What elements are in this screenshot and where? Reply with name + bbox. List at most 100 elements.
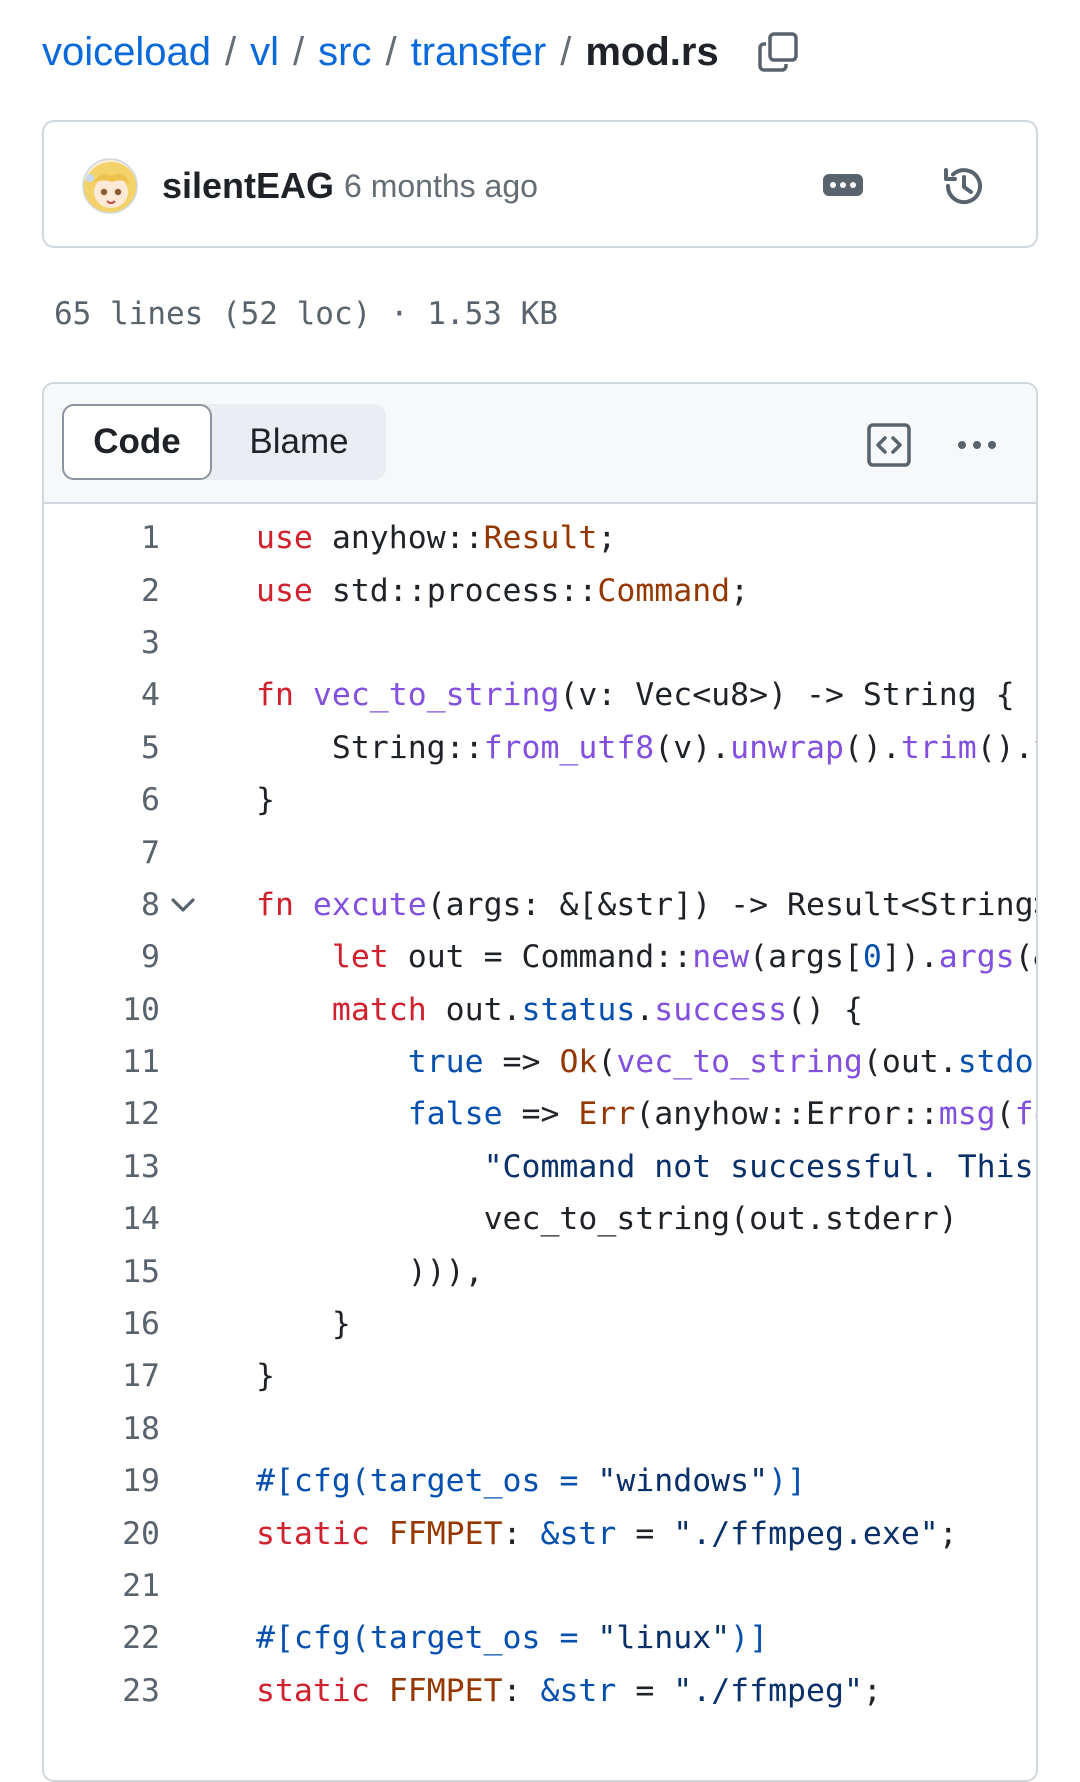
line-number[interactable]: 5 (141, 729, 160, 766)
code-token: status (521, 991, 636, 1028)
code-token (256, 939, 332, 975)
breadcrumb-link-src[interactable]: src (318, 29, 372, 74)
code-text: String::from_utf8(v).unwrap().trim().t (256, 729, 1036, 766)
code-token: Result (483, 520, 598, 557)
line-number[interactable]: 13 (122, 1148, 160, 1185)
code-token: static (256, 1672, 370, 1709)
code-text: } (256, 1306, 351, 1342)
breadcrumb: voiceload / vl / src / transfer / mod.rs (42, 24, 801, 80)
line-number[interactable]: 21 (122, 1568, 160, 1604)
breadcrumb-repo-link[interactable]: voiceload (42, 29, 212, 74)
code-token: &str (540, 1672, 617, 1709)
code-token: Ok (559, 1044, 598, 1081)
kebab-horizontal-icon[interactable] (822, 170, 864, 200)
code-line: 8 fn excute(args: &[&str]) -> Result<Stri… (44, 879, 1036, 931)
code-token: = (616, 1515, 674, 1552)
code-text: use std::process::Command; (256, 573, 749, 609)
tab-code[interactable]: Code (62, 404, 212, 480)
code-token: t (1034, 730, 1036, 766)
code-text: ))), (256, 1254, 484, 1290)
code-text: fn excute(args: &[&str]) -> Result<Strin… (256, 886, 1036, 923)
code-token: . (635, 991, 655, 1028)
breadcrumb-link-vl[interactable]: vl (250, 29, 280, 74)
code-token: "Command not successful. This (483, 1148, 1038, 1185)
line-number[interactable]: 22 (122, 1620, 160, 1657)
history-icon[interactable] (940, 162, 988, 210)
code-token (294, 677, 313, 713)
code-token (540, 1620, 559, 1656)
code-token (578, 1463, 597, 1499)
line-number[interactable]: 10 (122, 991, 160, 1028)
line-number[interactable]: 18 (122, 1410, 160, 1447)
code-token: anyhow:: (312, 520, 484, 557)
tab-blame[interactable]: Blame (249, 422, 349, 461)
code-token: out = Command:: (388, 939, 693, 976)
code-token: excute (312, 886, 427, 923)
code-token: (anyhow::Error:: (635, 1096, 939, 1133)
avatar[interactable] (82, 158, 138, 214)
code-token: (v: Vec<u8>) -> String { (559, 677, 1015, 714)
code-square-icon[interactable] (866, 422, 912, 468)
code-token (578, 1620, 597, 1656)
line-number[interactable]: 1 (141, 520, 160, 557)
code-token (540, 1463, 559, 1499)
code-token: "./ffmpeg.exe" (673, 1515, 939, 1552)
line-number[interactable]: 11 (122, 1044, 160, 1081)
code-line: 21 (44, 1560, 1036, 1612)
line-number[interactable]: 6 (141, 782, 160, 819)
code-token: use (256, 572, 313, 609)
code-text: true => Ok(vec_to_string(out.stdou (256, 1044, 1036, 1081)
line-number[interactable]: 19 (122, 1463, 160, 1500)
breadcrumb-separator: / (225, 29, 237, 74)
code-text: } (256, 782, 275, 818)
code-token: fn (256, 886, 294, 923)
code-token: (args[ (749, 939, 863, 976)
commit-time: 6 months ago (344, 168, 538, 204)
code-text: match out.status.success() { (256, 992, 863, 1028)
code-token: &str (540, 1515, 617, 1552)
code-token: success (654, 991, 788, 1028)
line-number[interactable]: 12 (122, 1096, 160, 1133)
line-number[interactable]: 8 (141, 886, 160, 923)
line-number[interactable]: 9 (141, 939, 160, 976)
code-text: static FFMPET: &str = "./ffmpeg"; (256, 1673, 882, 1709)
line-number[interactable]: 3 (141, 624, 160, 661)
code-line: 14 vec_to_string(out.stderr) (44, 1193, 1036, 1245)
breadcrumb-separator: / (385, 29, 397, 74)
more-dots-icon[interactable] (954, 430, 1000, 460)
code-token: = (559, 1620, 579, 1657)
code-line: 23 static FFMPET: &str = "./ffmpeg"; (44, 1665, 1036, 1717)
line-number[interactable]: 23 (122, 1672, 160, 1709)
code-token: msg (938, 1096, 996, 1133)
commit-author[interactable]: silentEAG (162, 165, 335, 206)
code-token: std::process:: (312, 572, 598, 609)
code-line: 19#[cfg(target_os = "windows")] (44, 1455, 1036, 1507)
line-number[interactable]: 14 (122, 1201, 160, 1238)
code-token: )] (768, 1463, 807, 1500)
code-line: 18 (44, 1403, 1036, 1455)
code-line: 3 (44, 617, 1036, 669)
code-text: vec_to_string(out.stderr) (256, 1201, 958, 1237)
copy-path-button[interactable] (755, 29, 801, 75)
chevron-down-icon[interactable] (168, 891, 198, 919)
line-number[interactable]: 17 (122, 1358, 160, 1395)
code-token: unwrap (730, 729, 844, 766)
breadcrumb-separator: / (560, 29, 572, 74)
code-text: let out = Command::new(args[0]).args(& (256, 939, 1036, 976)
line-number[interactable]: 15 (122, 1253, 160, 1290)
line-number[interactable]: 20 (122, 1515, 160, 1552)
line-number[interactable]: 4 (141, 677, 160, 714)
code-line: 22#[cfg(target_os = "linux")] (44, 1612, 1036, 1664)
line-number[interactable]: 16 (122, 1306, 160, 1343)
code-token: "./ffmpeg" (673, 1672, 863, 1709)
code-token: => (502, 1096, 579, 1133)
code-token: => (483, 1044, 560, 1081)
breadcrumb-link-transfer[interactable]: transfer (410, 29, 547, 74)
code-token: } (256, 782, 275, 819)
line-number[interactable]: 7 (141, 834, 160, 871)
line-number[interactable]: 2 (141, 572, 160, 609)
